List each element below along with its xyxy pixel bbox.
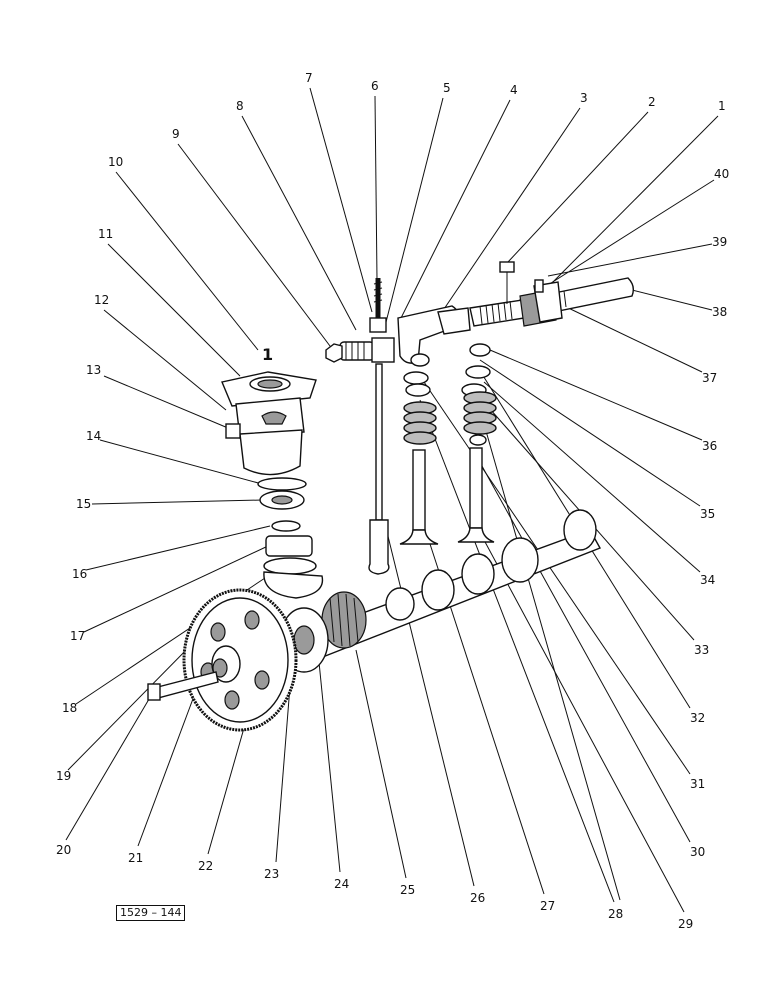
leader-line-17 bbox=[83, 545, 269, 633]
leader-lines bbox=[65, 87, 719, 913]
leader-line-24 bbox=[317, 651, 341, 873]
leader-line-36 bbox=[489, 349, 703, 441]
callout-label-39: 39 bbox=[712, 235, 727, 249]
callout-label-3: 3 bbox=[580, 91, 588, 105]
callout-label-32: 32 bbox=[690, 711, 705, 725]
leader-line-15 bbox=[91, 499, 263, 505]
callout-label-35: 35 bbox=[700, 507, 715, 521]
callout-label-26: 26 bbox=[470, 891, 485, 905]
callout-label-24: 24 bbox=[334, 877, 349, 891]
pump-housing: 1 bbox=[221, 345, 317, 476]
callout-label-22: 22 bbox=[198, 859, 213, 873]
leader-line-28-b bbox=[475, 395, 621, 901]
callout-label-38: 38 bbox=[712, 305, 727, 319]
callout-label-29: 29 bbox=[678, 917, 693, 931]
leader-line-4 bbox=[399, 99, 511, 321]
callout-label-4: 4 bbox=[510, 83, 518, 97]
leader-line-25 bbox=[355, 649, 407, 879]
leader-line-3 bbox=[441, 107, 581, 313]
callout-label-11: 11 bbox=[98, 227, 113, 241]
callout-label-12: 12 bbox=[94, 293, 109, 307]
leader-line-12 bbox=[103, 309, 227, 411]
callout-label-6: 6 bbox=[371, 79, 379, 93]
leader-line-38 bbox=[631, 289, 713, 311]
callout-label-25: 25 bbox=[400, 883, 415, 897]
leader-line-26 bbox=[383, 519, 475, 887]
callout-label-8: 8 bbox=[236, 99, 244, 113]
leader-line-16 bbox=[85, 525, 271, 571]
leader-line-35 bbox=[479, 359, 701, 507]
callout-label-16: 16 bbox=[72, 567, 87, 581]
push-rod bbox=[368, 363, 390, 575]
leader-line-20 bbox=[65, 693, 153, 841]
callout-label-14: 14 bbox=[86, 429, 101, 443]
callout-label-1: 1 bbox=[718, 99, 726, 113]
rocker-shaft-assembly bbox=[325, 261, 635, 364]
leader-line-9 bbox=[177, 143, 334, 351]
leader-line-37 bbox=[559, 303, 703, 373]
leader-line-7 bbox=[309, 87, 373, 313]
timing-gear bbox=[147, 588, 298, 732]
valve-assembly bbox=[399, 343, 497, 545]
callout-label-27: 27 bbox=[540, 899, 555, 913]
leader-line-28 bbox=[419, 399, 615, 903]
callout-label-13: 13 bbox=[86, 363, 101, 377]
leader-line-40 bbox=[539, 179, 715, 291]
reference-code: 1529 – 144 bbox=[116, 905, 186, 921]
callout-label-34: 34 bbox=[700, 573, 715, 587]
callout-label-23: 23 bbox=[264, 867, 279, 881]
callout-label-5: 5 bbox=[443, 81, 451, 95]
callout-label-17: 17 bbox=[70, 629, 85, 643]
callout-label-37: 37 bbox=[702, 371, 717, 385]
leader-line-22 bbox=[207, 727, 245, 855]
assembly-marker: 1 bbox=[262, 345, 273, 364]
leader-line-8 bbox=[241, 115, 357, 331]
leader-line-31 bbox=[423, 381, 691, 775]
callout-label-20: 20 bbox=[56, 843, 71, 857]
leader-line-34 bbox=[483, 381, 701, 573]
leader-line-6 bbox=[374, 95, 378, 281]
callout-label-19: 19 bbox=[56, 769, 71, 783]
leader-line-13 bbox=[103, 375, 229, 429]
callout-label-36: 36 bbox=[702, 439, 717, 453]
leader-line-5 bbox=[383, 97, 444, 331]
leader-line-29 bbox=[483, 539, 685, 913]
callout-label-18: 18 bbox=[62, 701, 77, 715]
leader-line-11 bbox=[107, 243, 241, 377]
leader-line-30 bbox=[471, 447, 691, 843]
leader-line-21 bbox=[137, 679, 201, 847]
callout-label-33: 33 bbox=[694, 643, 709, 657]
leader-line-1 bbox=[544, 115, 719, 291]
leader-line-10 bbox=[115, 171, 259, 351]
callout-label-21: 21 bbox=[128, 851, 143, 865]
callout-label-31: 31 bbox=[690, 777, 705, 791]
callout-label-40: 40 bbox=[714, 167, 729, 181]
callout-label-9: 9 bbox=[172, 127, 180, 141]
callout-label-15: 15 bbox=[76, 497, 91, 511]
camshaft bbox=[279, 509, 602, 673]
callout-label-28: 28 bbox=[608, 907, 623, 921]
callout-label-2: 2 bbox=[648, 95, 656, 109]
leader-line-39 bbox=[547, 243, 713, 277]
callout-label-30: 30 bbox=[690, 845, 705, 859]
callout-label-10: 10 bbox=[108, 155, 123, 169]
leader-line-2 bbox=[507, 111, 649, 263]
leader-line-14 bbox=[99, 439, 263, 485]
bearing-stack bbox=[257, 477, 324, 599]
leader-line-19 bbox=[67, 639, 197, 771]
callout-label-7: 7 bbox=[305, 71, 313, 85]
